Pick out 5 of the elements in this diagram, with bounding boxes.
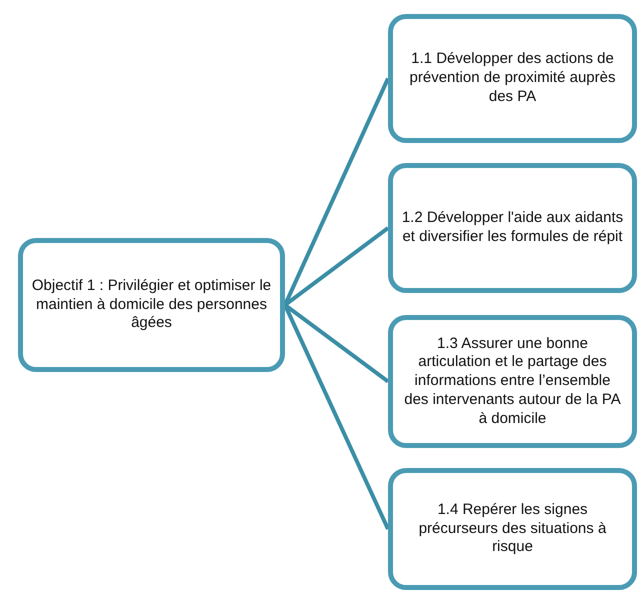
rounded-box: 1.4 Repérer les signes précurseurs des situations à risque — [388, 468, 637, 590]
rounded-box: Objectif 1 : Privilégier et optimiser le maintien à domicile des personnes âgées — [18, 238, 285, 372]
rounded-box: 1.3 Assurer une bonne articulation et le partage des informations entre l’ensemble des intervenants autour de la PA à domicile — [388, 315, 637, 448]
rounded-box: 1.2 Développer l'aide aux aidants et diversifier les formules de répit — [388, 163, 637, 293]
rounded-box: 1.1 Développer des actions de prévention de proximité auprès des PA — [388, 14, 637, 143]
